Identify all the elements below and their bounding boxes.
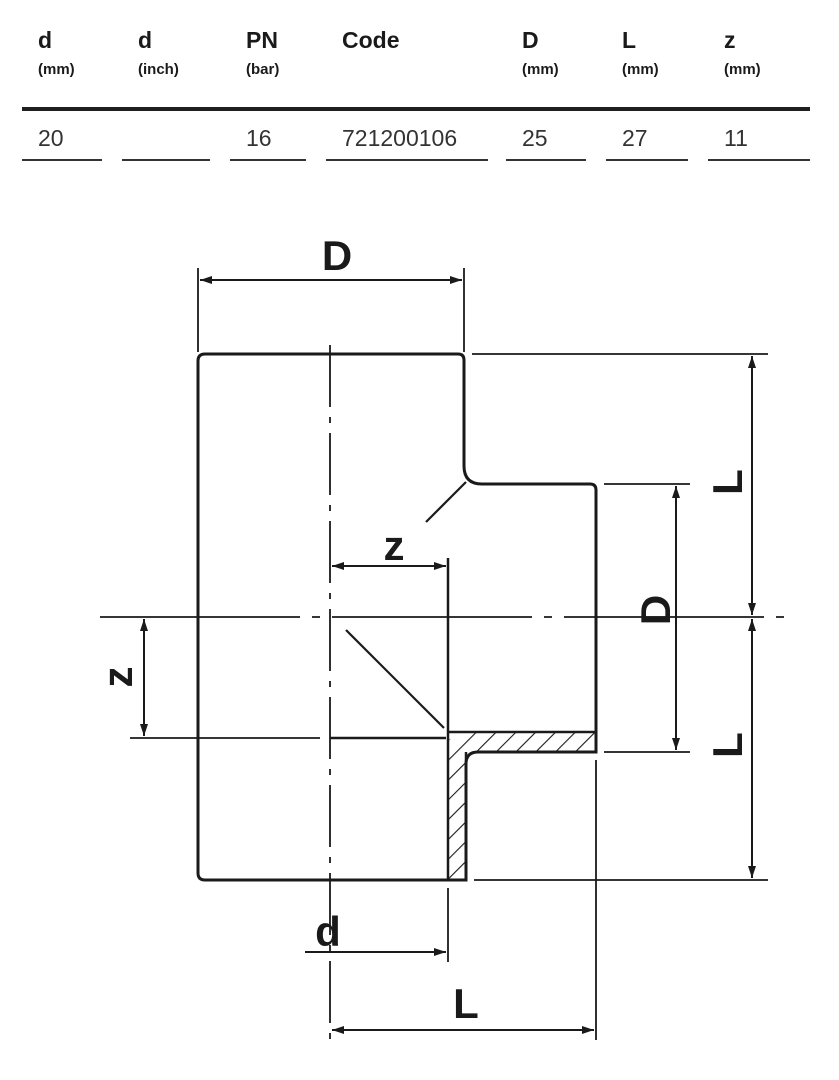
cell-underline (326, 159, 488, 161)
hatched-wall-branch (448, 732, 596, 880)
cell-underline (708, 159, 810, 161)
col-header-unit: (mm) (38, 61, 75, 78)
col-header-unit: (mm) (724, 61, 761, 78)
cell-D: 25 (522, 125, 548, 151)
col-header-symbol: D (522, 27, 539, 53)
cell-underline (606, 159, 688, 161)
col-header-z: z (mm) (724, 26, 761, 80)
label-L-upper: L (704, 469, 751, 495)
cell-L: 27 (622, 125, 648, 151)
col-header-symbol: d (138, 27, 153, 53)
col-header-unit: (bar) (246, 61, 280, 78)
col-header-symbol: L (622, 27, 637, 53)
spec-table: d (mm) d (inch) PN (bar) Code D (mm) L (… (0, 0, 839, 170)
label-L-lower: L (704, 732, 751, 758)
header-divider (22, 107, 810, 111)
diagonal-line (425, 481, 467, 523)
col-header-d-inch: d (inch) (138, 26, 179, 80)
col-header-D: D (mm) (522, 26, 559, 80)
label-d-bottom: d (315, 908, 341, 955)
diagonal-line (345, 629, 445, 729)
cell-pn: 16 (246, 125, 272, 151)
cell-underline (506, 159, 586, 161)
col-header-unit: (mm) (622, 61, 659, 78)
label-z-left: z (94, 667, 141, 688)
col-header-symbol: PN (246, 27, 278, 53)
label-L-bottom: L (453, 980, 479, 1027)
label-D-top: D (322, 232, 352, 279)
col-header-symbol: d (38, 27, 53, 53)
col-header-code: Code (342, 26, 400, 60)
col-header-symbol: Code (342, 27, 400, 53)
tee-body-outline (196, 352, 598, 882)
cell-underline (122, 159, 210, 161)
col-header-unit: (mm) (522, 61, 559, 78)
col-header-symbol: z (724, 27, 736, 53)
col-header-d-mm: d (mm) (38, 26, 75, 80)
col-header-L: L (mm) (622, 26, 659, 80)
cell-underline (230, 159, 306, 161)
cell-z: 11 (724, 125, 748, 151)
label-D-right: D (632, 595, 679, 625)
col-header-unit: (inch) (138, 61, 179, 78)
col-header-pn: PN (bar) (246, 26, 279, 80)
cell-underline (22, 159, 102, 161)
cell-d-mm: 20 (38, 125, 64, 151)
cell-code: 721200106 (342, 125, 458, 151)
label-z-horizontal: z (384, 522, 405, 569)
